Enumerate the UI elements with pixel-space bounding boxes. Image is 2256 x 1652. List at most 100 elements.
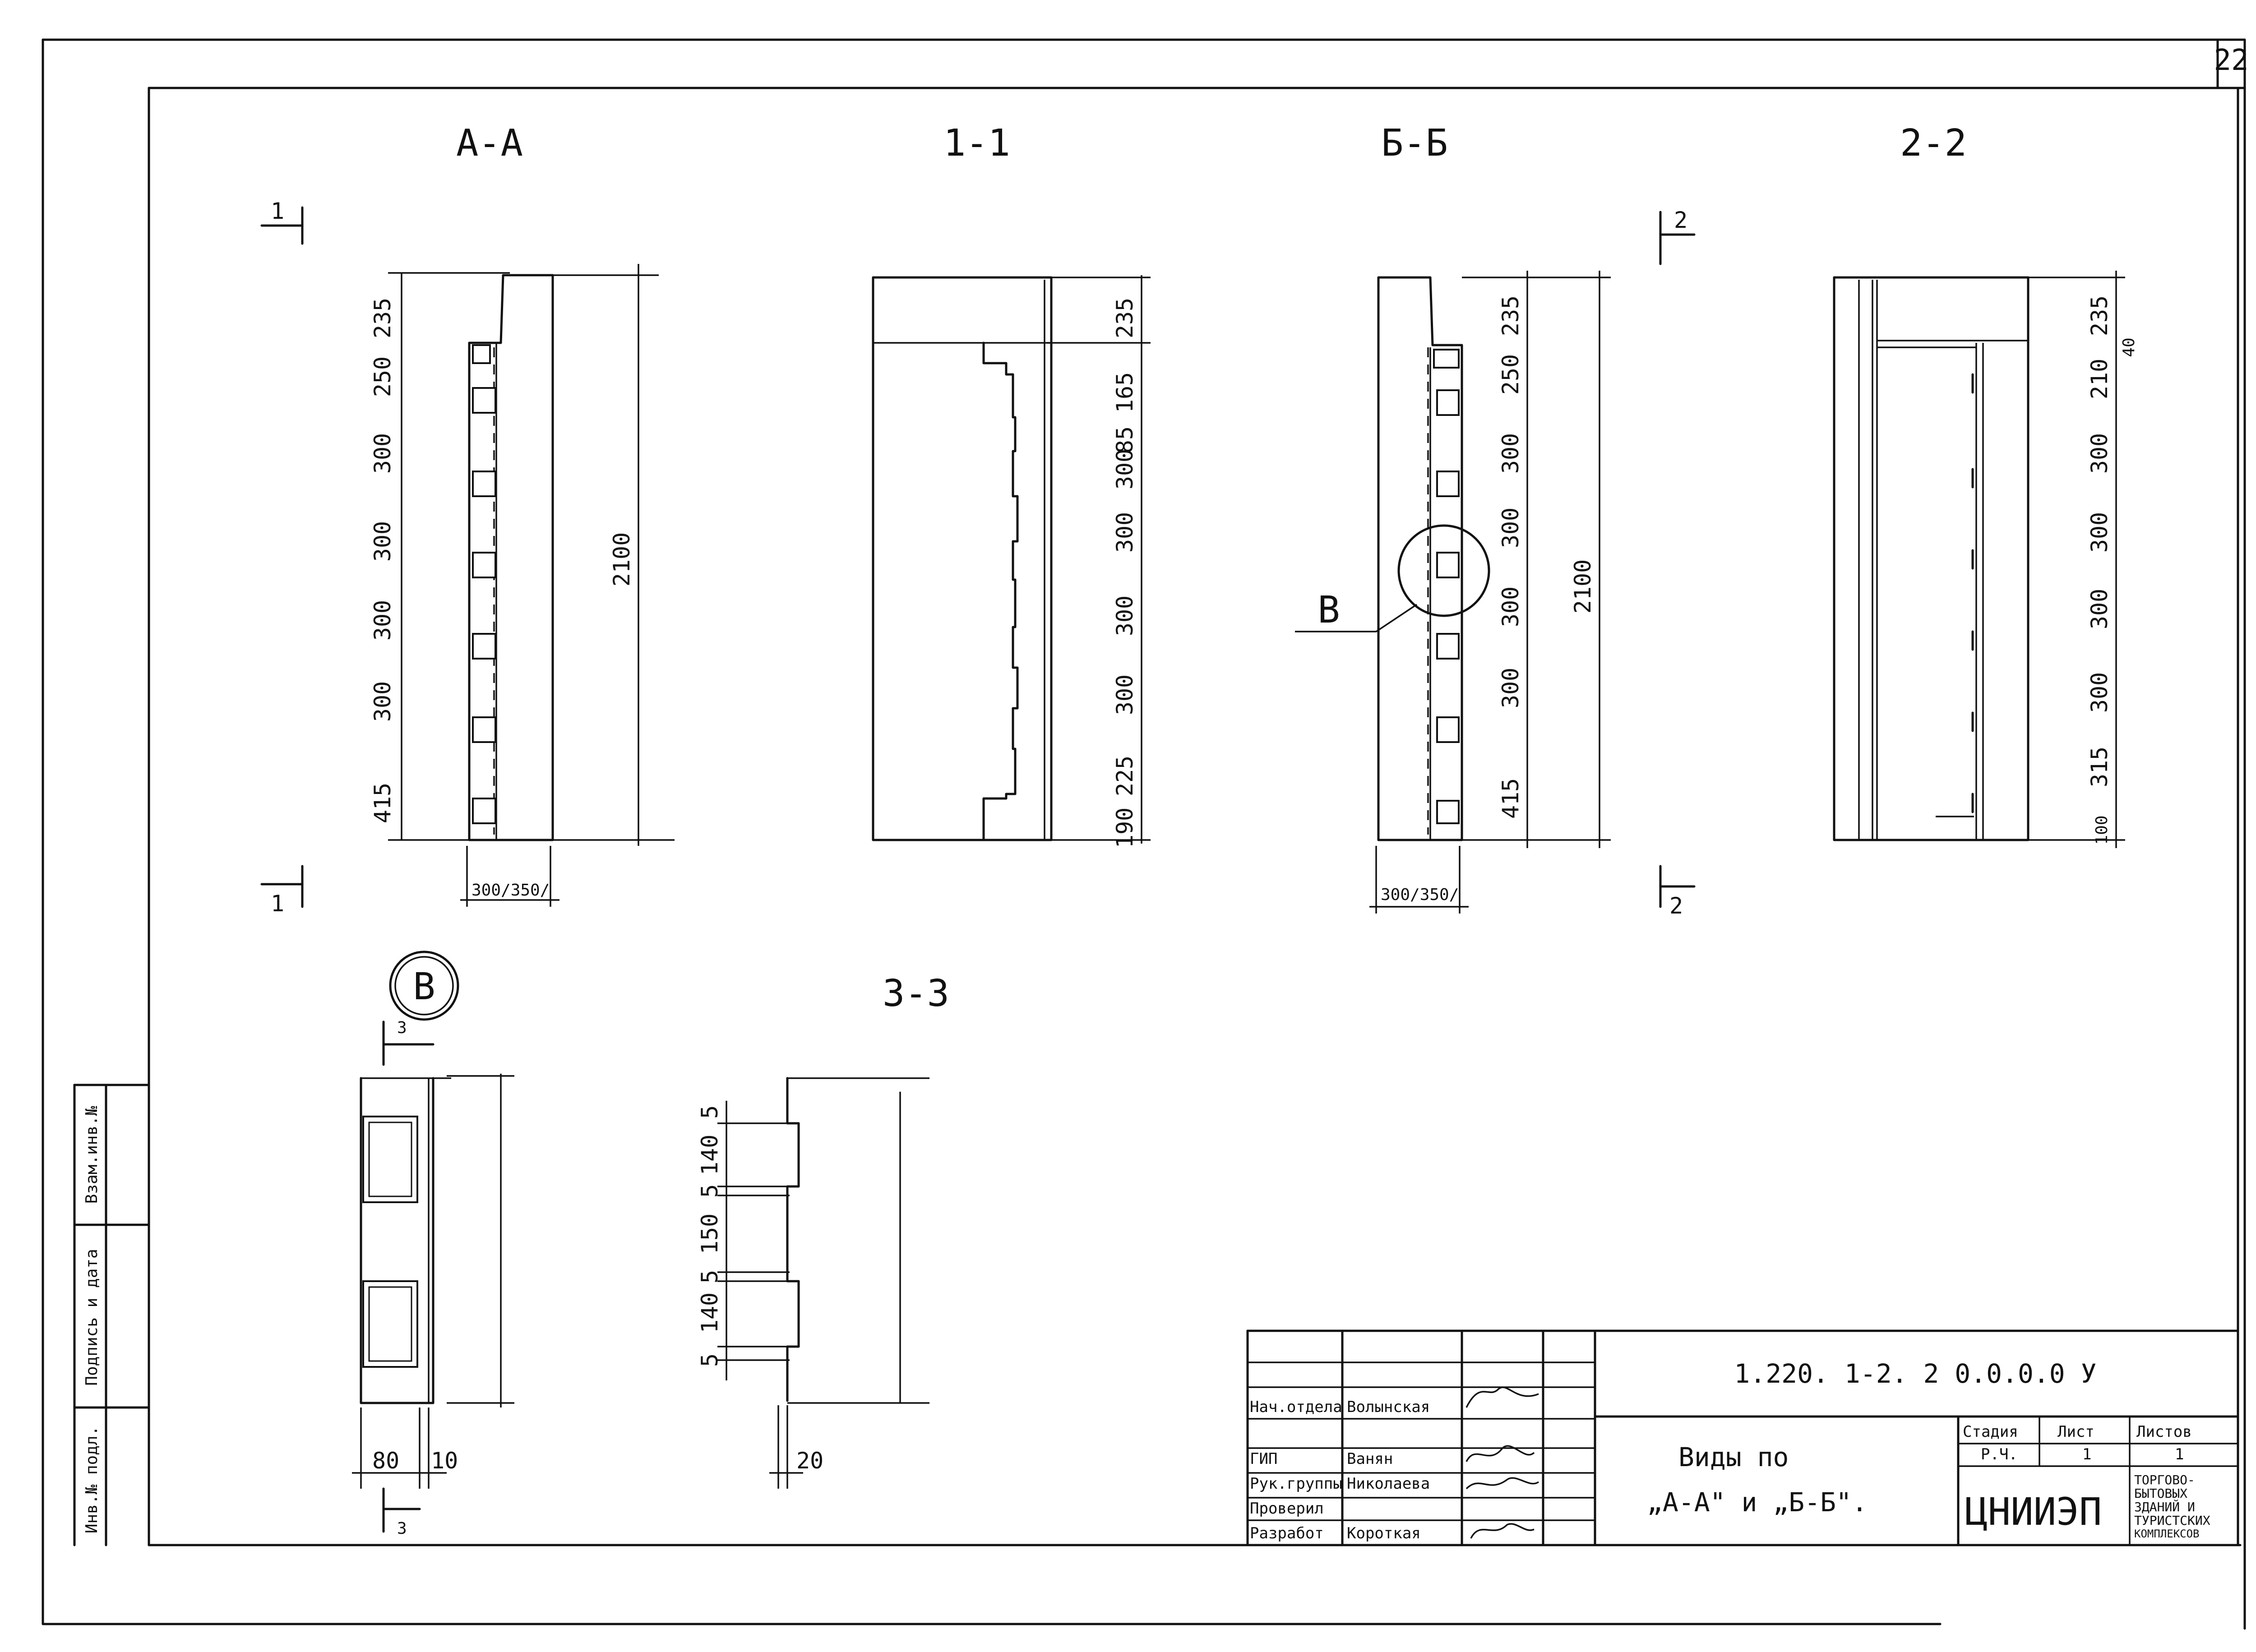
svg-text:Стадия: Стадия <box>1963 1423 2018 1441</box>
cut-mark-1-bottom: 1 <box>260 865 304 917</box>
svg-text:300: 300 <box>1498 433 1524 474</box>
thickness-bb: 300/350/ <box>1381 886 1459 904</box>
svg-text:Лист: Лист <box>2057 1423 2094 1441</box>
svg-text:300: 300 <box>2086 672 2113 713</box>
svg-text:Листов: Листов <box>2136 1423 2192 1441</box>
svg-text:1: 1 <box>2082 1445 2091 1463</box>
svg-text:10: 10 <box>431 1448 458 1474</box>
svg-text:235: 235 <box>2086 295 2113 336</box>
view-title-3-3: 3-3 <box>883 972 949 1015</box>
cut-mark-2-top: 2 <box>1659 207 1696 265</box>
svg-text:5: 5 <box>697 1105 723 1119</box>
svg-text:1: 1 <box>2175 1445 2184 1463</box>
svg-text:ГИП: ГИП <box>1250 1450 1277 1468</box>
svg-text:140: 140 <box>697 1135 723 1175</box>
signatures <box>1465 1386 1539 1539</box>
svg-text:3: 3 <box>397 1019 407 1037</box>
svg-text:300: 300 <box>370 433 396 474</box>
svg-text:Взам.инв.№: Взам.инв.№ <box>83 1106 101 1204</box>
view-aa: 235 250 300 300 300 300 415 2100 300/350… <box>370 264 675 907</box>
svg-text:300: 300 <box>370 521 396 562</box>
svg-text:2: 2 <box>1674 207 1687 233</box>
svg-text:40: 40 <box>2120 337 2138 357</box>
svg-text:235: 235 <box>370 298 396 338</box>
section-1-1: 235 165 85 300 300 300 300 225 190 <box>872 275 1151 848</box>
svg-text:140: 140 <box>697 1292 723 1333</box>
svg-text:Ванян: Ванян <box>1347 1450 1393 1468</box>
cut-mark-1-top: 1 <box>260 198 304 245</box>
svg-text:2: 2 <box>1669 893 1683 919</box>
svg-text:210: 210 <box>2086 359 2113 399</box>
svg-text:150: 150 <box>697 1214 723 1254</box>
svg-text:415: 415 <box>1498 778 1524 819</box>
section-3-3: 5 140 5 150 5 140 5 20 <box>697 1077 929 1489</box>
svg-text:ТУРИСТСКИХ: ТУРИСТСКИХ <box>2134 1513 2210 1528</box>
svg-text:5: 5 <box>697 1353 723 1367</box>
svg-text:300: 300 <box>1498 586 1524 627</box>
section-2-2: 235 40 210 300 300 300 300 315 100 <box>1833 271 2138 848</box>
view-title-aa: А-А <box>456 122 523 165</box>
svg-text:165: 165 <box>1112 372 1138 413</box>
view-bb: В 235 250 300 300 300 300 415 2100 300/3… <box>1295 271 1611 914</box>
view-title-1-1: 1-1 <box>943 122 1010 165</box>
svg-text:КОМПЛЕКСОВ: КОМПЛЕКСОВ <box>2134 1527 2200 1540</box>
organization: ЦНИИЭП <box>1965 1490 2102 1534</box>
view-title-2-2: 2-2 <box>1900 122 1967 165</box>
svg-text:Николаева: Николаева <box>1347 1475 1430 1493</box>
callout-label-b: В <box>1318 589 1340 632</box>
svg-text:100: 100 <box>2093 815 2111 844</box>
callout-circle-b <box>1397 524 1490 617</box>
svg-text:300: 300 <box>370 681 396 722</box>
svg-text:300: 300 <box>1112 449 1138 489</box>
svg-text:85: 85 <box>1112 426 1138 453</box>
drawing-code: 1.220. 1-2. 2 0.0.0.0 У <box>1734 1358 2096 1389</box>
svg-text:Волынская: Волынская <box>1347 1398 1430 1416</box>
svg-text:235: 235 <box>1498 295 1524 336</box>
svg-text:5: 5 <box>697 1270 723 1283</box>
svg-text:300: 300 <box>2086 512 2113 553</box>
svg-text:300: 300 <box>370 600 396 641</box>
svg-text:ЗДАНИЙ И: ЗДАНИЙ И <box>2134 1499 2195 1514</box>
svg-text:1: 1 <box>271 891 284 917</box>
svg-text:235: 235 <box>1112 298 1138 338</box>
svg-text:Короткая: Короткая <box>1347 1524 1421 1542</box>
panel-cells-aa <box>472 344 496 824</box>
panel-cells-bb <box>1433 349 1460 824</box>
svg-text:20: 20 <box>796 1448 823 1474</box>
svg-text:Рук.группы: Рук.группы <box>1250 1475 1342 1493</box>
svg-text:ТОРГОВО-: ТОРГОВО- <box>2134 1472 2195 1487</box>
svg-text:300: 300 <box>1498 508 1524 548</box>
svg-text:250: 250 <box>1498 354 1524 395</box>
svg-text:БЫТОВЫХ: БЫТОВЫХ <box>2134 1486 2187 1501</box>
svg-text:Проверил: Проверил <box>1250 1500 1324 1518</box>
svg-text:415: 415 <box>370 783 396 823</box>
side-stamp: Инв.№ подл. Подпись и дата Взам.инв.№ <box>73 1084 150 1546</box>
thickness-aa: 300/350/ <box>472 881 550 900</box>
title-block: 1.220. 1-2. 2 0.0.0.0 У Нач.отдела ГИП Р… <box>1246 1329 2239 1546</box>
svg-text:300: 300 <box>1498 668 1524 708</box>
svg-text:300: 300 <box>2086 433 2113 474</box>
svg-text:300: 300 <box>1112 595 1138 636</box>
svg-text:225: 225 <box>1112 756 1138 796</box>
svg-text:300: 300 <box>1112 674 1138 715</box>
view-title-bb: Б-Б <box>1381 122 1448 165</box>
drawing-title-line2: „А-А" и „Б-Б". <box>1647 1487 1868 1518</box>
svg-text:Р.Ч.: Р.Ч. <box>1981 1445 2018 1463</box>
svg-text:5: 5 <box>697 1184 723 1198</box>
svg-text:190: 190 <box>1112 808 1138 848</box>
svg-text:Нач.отдела: Нач.отдела <box>1250 1398 1342 1416</box>
svg-text:Подпись и дата: Подпись и дата <box>83 1249 101 1385</box>
svg-text:1: 1 <box>271 198 284 224</box>
cut-mark-2-bottom: 2 <box>1659 865 1696 919</box>
svg-text:3: 3 <box>397 1519 407 1538</box>
svg-text:Инв.№ подл.: Инв.№ подл. <box>83 1426 101 1533</box>
total-height-bb: 2100 <box>1570 559 1596 614</box>
svg-text:315: 315 <box>2086 747 2113 787</box>
svg-text:300: 300 <box>2086 589 2113 629</box>
total-height-aa: 2100 <box>609 532 635 586</box>
sheet-number: 22 <box>2214 44 2248 77</box>
svg-text:250: 250 <box>370 356 396 397</box>
svg-text:300: 300 <box>1112 512 1138 553</box>
svg-text:Разработ: Разработ <box>1250 1524 1324 1542</box>
